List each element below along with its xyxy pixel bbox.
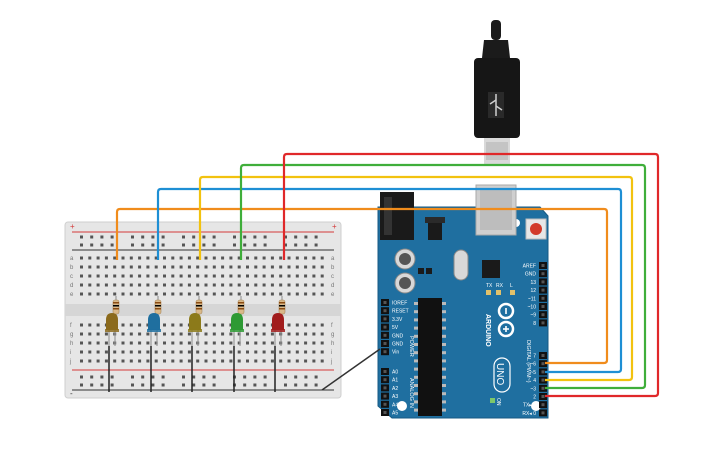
digital-pin-label: 12 [530,288,536,294]
power-pin-label: GND [392,342,404,348]
row-letter: h [331,341,334,347]
on-label: ON [495,398,501,406]
row-letter: h [70,341,73,347]
row-letter: i [70,350,71,356]
analog-pin-label: A1 [392,378,398,384]
led-3[interactable] [188,313,202,346]
resistor[interactable] [112,296,120,318]
digital-pin-label: 2 [533,395,536,401]
digital-pin-label: ~3 [530,386,536,392]
led-2[interactable] [147,313,161,346]
led-1[interactable] [105,313,119,346]
digital-pin-label: ~6 [530,362,536,368]
breadboard-plus-label-right: + [332,222,337,231]
tx-label: TX [486,283,493,289]
resistor[interactable] [195,296,203,318]
analog-pin-label: A4 [392,402,398,408]
digital-pin-label: ~10 [528,305,537,311]
brand-label: ARDUINO [484,314,491,347]
digital-title: DIGITAL (PWM~) [525,340,531,383]
wire-blue[interactable] [156,187,623,374]
row-letter: e [331,292,335,298]
analog-title: ANALOG IN [408,378,414,408]
analog-pin-label: A2 [392,386,398,392]
wires [115,152,660,398]
rx-label: RX [496,283,504,289]
digital-header: AREF GND 13 12 ~11 ~10 ~9 8 7 ~6 ~5 4 ~3 2TX▸ 1 RX◂ 0 [522,262,547,417]
row-letter: d [331,283,334,289]
row-letter: f [70,323,72,329]
digital-pin-label: ~5 [530,370,536,376]
digital-pin-label: 7 [533,354,536,360]
row-letter: b [70,265,74,271]
wire-ground[interactable] [321,348,381,391]
row-letter: c [331,274,334,280]
row-letter: e [70,292,74,298]
led-5[interactable] [271,313,285,346]
row-letter: c [70,274,73,280]
breadboard-minus-label: - [70,389,73,398]
power-pin-label: Vin [392,350,399,356]
row-letter: i [331,350,332,356]
digital-pin-label: TX▸ 1 [523,403,536,409]
row-letter: j [69,359,71,365]
wire-green[interactable] [239,163,647,390]
row-letter: d [70,283,73,289]
wire-yellow[interactable] [198,175,634,382]
digital-pin-label: 13 [530,280,536,286]
row-letter: a [70,256,74,262]
power-pin-label: IOREF [392,301,407,307]
digital-pin-label: RX◂ 0 [522,411,536,417]
atmega-chip [418,298,442,416]
leds [105,313,285,346]
digital-pin-label: ~9 [530,313,536,319]
wire-red[interactable] [282,152,660,398]
digital-pin-label: 4 [533,378,536,384]
digital-pin-label: GND [525,272,537,278]
analog-pin-label: A5 [392,411,398,417]
l-label: L [510,283,513,289]
power-title: POWER [408,336,414,357]
power-pin-label: GND [392,333,404,339]
breadboard-plus-label: + [70,222,75,231]
digital-pin-label: AREF [523,264,536,270]
usb-cable[interactable] [474,20,520,164]
resistors [112,296,286,318]
row-letter: g [331,332,334,338]
analog-pin-label: A0 [392,370,398,376]
power-pin-label: RESET [392,309,409,315]
uno-badge: UNO [493,357,511,393]
power-header: IOREF RESET 3.3V 5V GND GND Vin [381,299,409,356]
usb-icon [489,94,503,116]
row-letter: g [70,332,73,338]
power-pin-label: 3.3V [392,317,403,323]
row-letter: j [330,359,332,365]
model-label: UNO [494,363,505,385]
row-letter: f [331,323,333,329]
row-letter: b [331,265,335,271]
wire-orange[interactable] [115,207,609,365]
analog-pin-label: A3 [392,394,398,400]
arduino-logo-icon [497,302,515,338]
arduino-uno[interactable]: TX RX L ARDUINO UNO ON IOREF RESET 3.3V 5V G… [377,184,549,419]
led-ground-legs [108,346,276,392]
digital-pin-label: 8 [533,321,536,327]
led-4[interactable] [230,313,244,346]
row-letter: a [331,256,335,262]
digital-pin-label: ~11 [528,296,536,302]
power-pin-label: 5V [392,325,399,331]
